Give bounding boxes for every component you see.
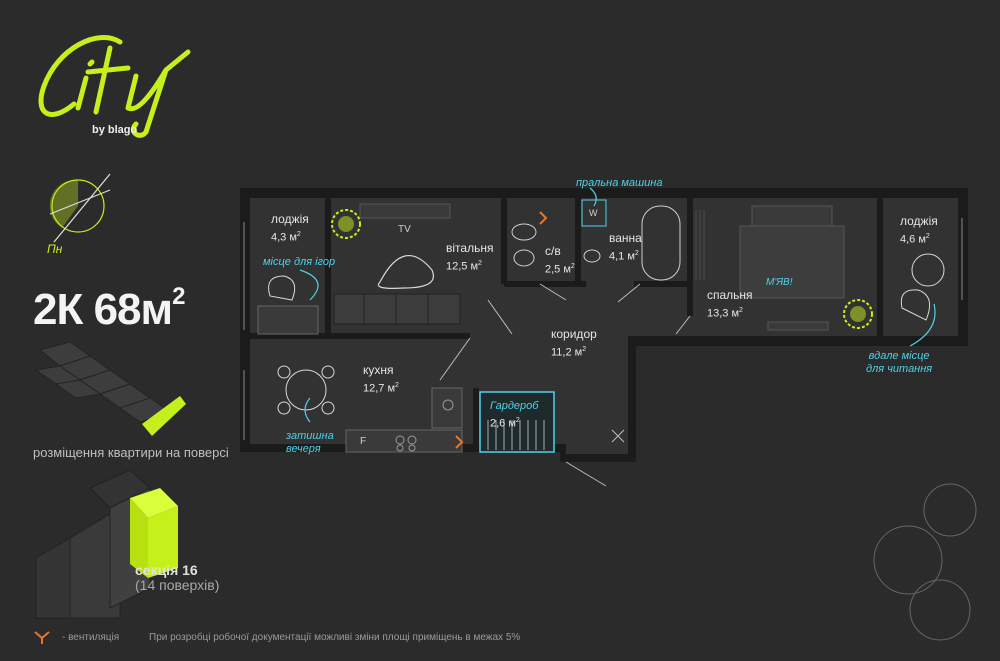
city-logo [38, 35, 191, 138]
tv-label: TV [398, 224, 411, 235]
note-dinner-line1: затишна [286, 430, 334, 442]
sofa [333, 293, 461, 325]
disclaimer: При розробці робочої документації можлив… [149, 632, 521, 643]
floor-placement-map [34, 341, 186, 436]
room-wardrobe: Гардероб 2,6 м2 [490, 400, 539, 430]
note-games: місце для ігор [263, 256, 336, 268]
room-area: 11,2 м [551, 346, 583, 359]
plant-icon [843, 299, 873, 329]
room-area: 4,1 м [609, 250, 635, 263]
note-reading: вдале місце для читання [866, 350, 932, 376]
section-floors: (14 поверхів) [135, 577, 220, 593]
rooms-code: 2К [33, 285, 83, 334]
room-loggia-2: лоджія 4,6 м2 [900, 214, 938, 246]
ventilation-legend: - вентиляція [62, 632, 120, 643]
plan-floor [250, 198, 958, 454]
apartment-area: 68м [93, 285, 173, 334]
room-loggia-1: лоджія 4,3 м2 [271, 212, 309, 244]
dining-table [285, 369, 327, 411]
room-area: 4,6 м [900, 233, 926, 246]
room-kitchen: кухня 12,7 м2 [363, 363, 399, 395]
room-name: спальня [707, 288, 753, 302]
ventilation-icon [455, 211, 548, 449]
room-area: 12,7 м [363, 382, 396, 395]
coffee-table [377, 255, 434, 289]
toilet-icon [513, 249, 535, 267]
room-area: 4,3 м [271, 231, 297, 244]
apartment-title: 2К 68м2 [33, 283, 185, 335]
headboard [751, 205, 833, 227]
room-bedroom: спальня 13,3 м2 [707, 288, 753, 320]
tree-icon [873, 483, 977, 641]
building-section-map [35, 469, 178, 619]
note-washer: пральна машина [576, 177, 663, 189]
washer-label: W [589, 208, 598, 218]
room-area: 12,5 м [446, 260, 479, 273]
side-table [911, 253, 945, 287]
fridge-label: F [360, 436, 367, 447]
note-dinner: затишна вечеря [286, 430, 334, 456]
room-bathroom: ванна 4,1 м2 [609, 231, 642, 263]
room-name: вітальня [446, 241, 494, 255]
room-name: кухня [363, 363, 394, 377]
tv-stand [359, 203, 451, 219]
kitchen-sink [431, 387, 463, 429]
bed [739, 225, 845, 299]
room-name: лоджія [271, 212, 309, 226]
bathtub-icon [641, 205, 681, 281]
reading-chair [900, 289, 931, 321]
room-name: коридор [551, 327, 597, 341]
room-wc: с/в 2,5 м2 [545, 244, 575, 276]
compass-icon [49, 173, 111, 243]
logo-subtitle: by blago [92, 124, 138, 136]
room-name: лоджія [900, 214, 938, 228]
room-name: с/в [545, 244, 561, 258]
note-reading-line1: вдале місце [868, 350, 930, 362]
section-name: секція 16 [135, 562, 198, 578]
room-name: ванна [609, 231, 642, 245]
note-cat: М'ЯВ! [766, 277, 793, 288]
north-label: Пн [47, 242, 63, 256]
room-area: 2,6 м [490, 417, 516, 430]
apartment-highlight [142, 396, 186, 436]
room-area: 13,3 м [707, 307, 740, 320]
room-corridor: коридор 11,2 м2 [551, 327, 597, 359]
sink-icon [511, 223, 537, 241]
washer-icon [581, 199, 607, 227]
wardrobe-outline [479, 391, 555, 453]
plant-icon [331, 209, 361, 239]
placement-label: розміщення квартири на поверсі [33, 445, 229, 460]
ventilation-icon [34, 631, 50, 644]
note-dinner-line2: вечеря [286, 443, 321, 455]
room-name: Гардероб [490, 400, 539, 412]
game-chair [268, 275, 296, 301]
note-reading-line2: для читання [866, 363, 933, 375]
room-living: вітальня 12,5 м2 [446, 241, 494, 273]
play-table [257, 305, 319, 335]
room-area: 2,5 м [545, 263, 571, 276]
area-unit-power: 2 [172, 283, 185, 310]
